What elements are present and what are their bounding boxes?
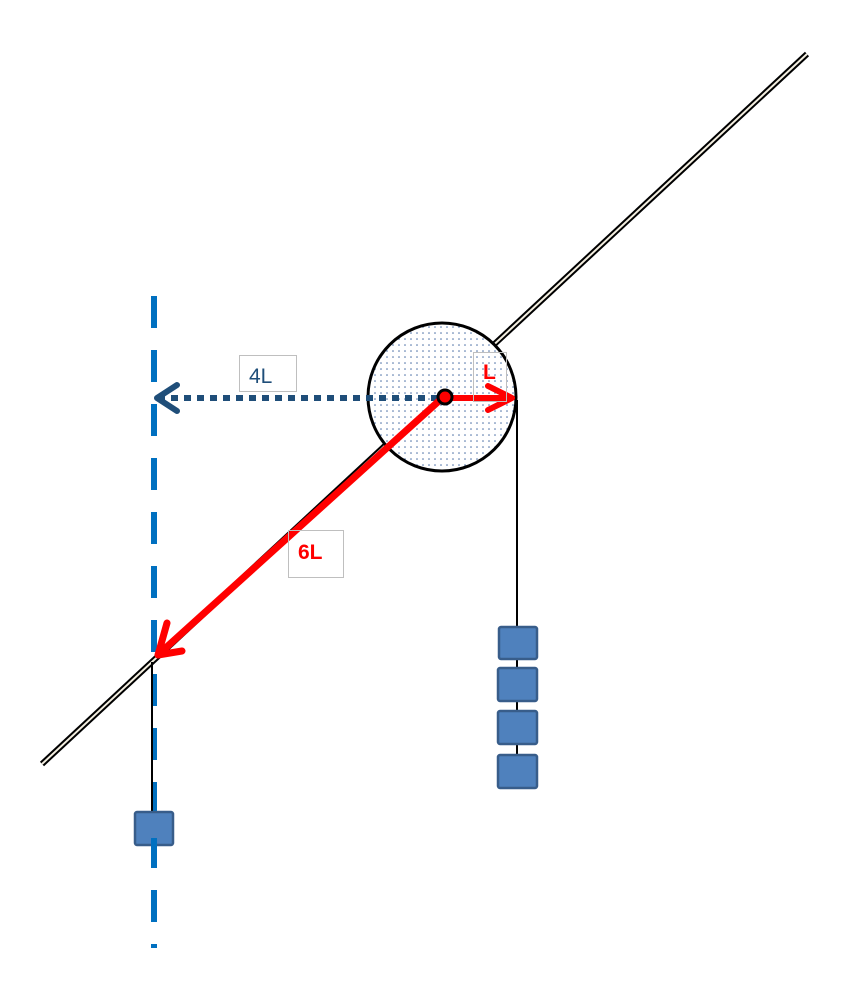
label-l: L: [473, 352, 507, 402]
weight-block: [496, 709, 539, 746]
label-6l: 6L: [288, 530, 344, 578]
weight-block: [496, 753, 539, 790]
right-weights: [496, 625, 539, 790]
label-4l: 4L: [239, 355, 297, 392]
weight-block: [497, 625, 539, 661]
weight-block: [496, 666, 539, 703]
arrow-6l: [154, 397, 443, 659]
arrow-l: [445, 383, 515, 413]
pivot-hub: [436, 388, 454, 406]
arrow-4l: [154, 382, 438, 414]
